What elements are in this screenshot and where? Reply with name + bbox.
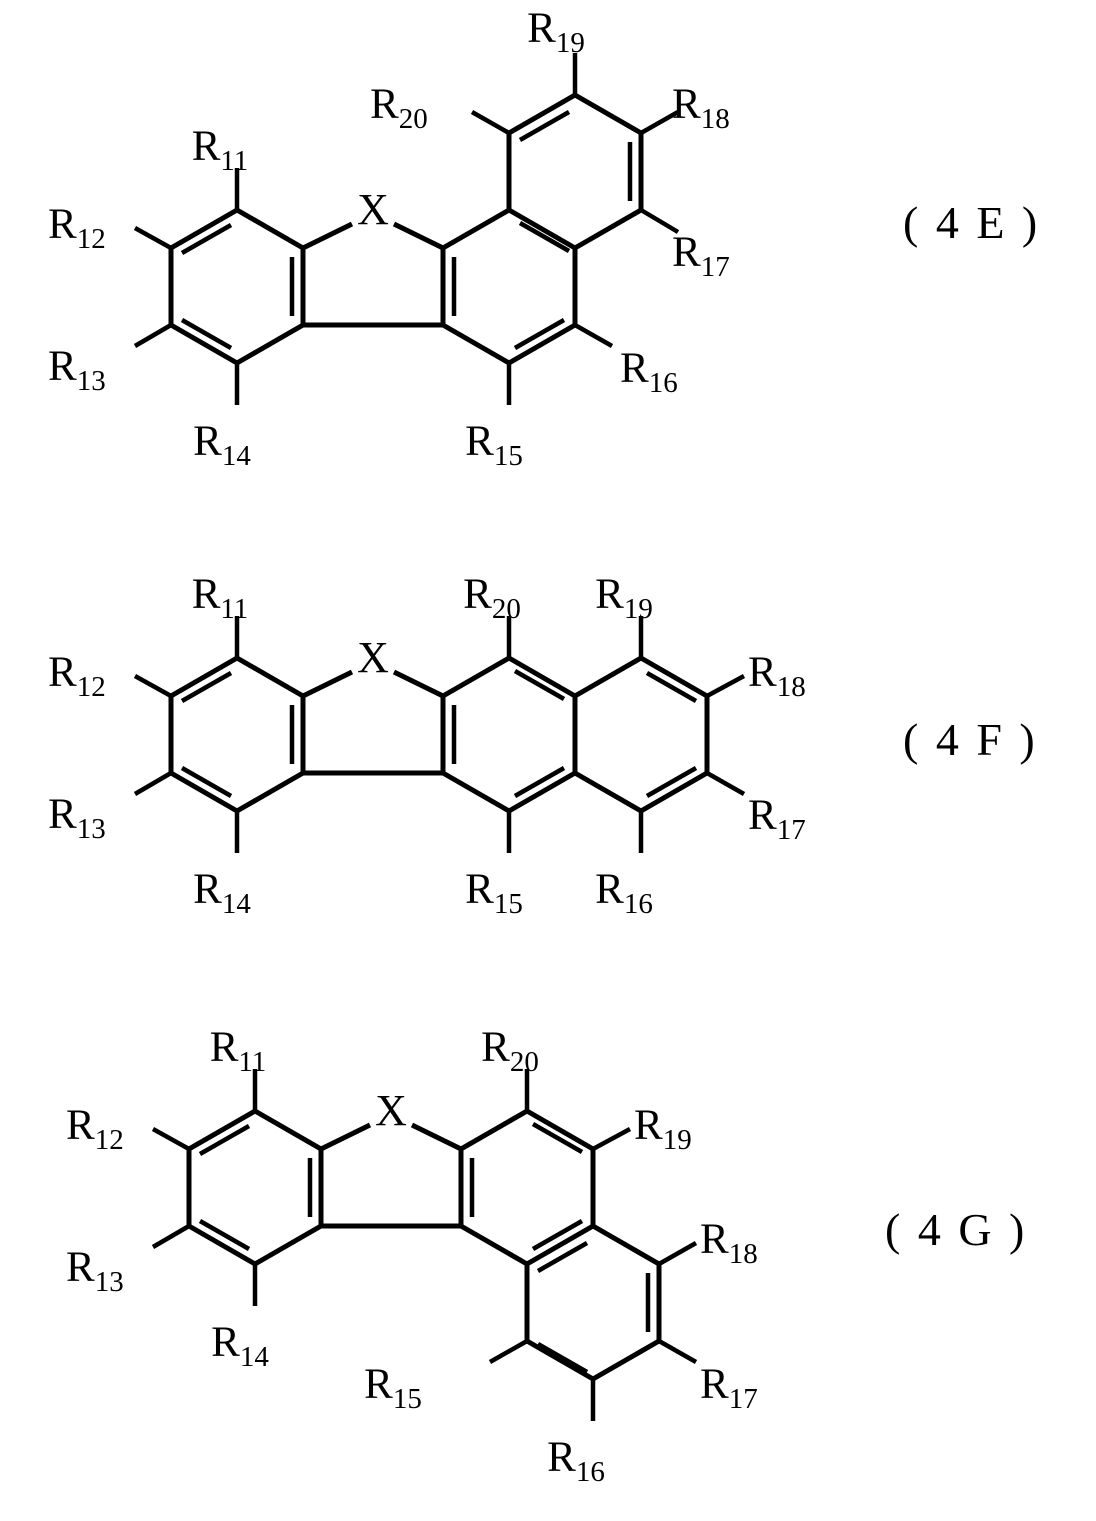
label-r14-4f: R14	[193, 866, 251, 920]
structure-4f: X R11 R12 R13 R14 R15 R16	[0, 540, 1096, 980]
label-r11-4f: R11	[192, 571, 249, 625]
label-r15-4e: R15	[465, 418, 523, 472]
r-labels-4e: R11 R12 R13 R14 R15 R16 R17	[48, 5, 730, 472]
label-r18-4g: R18	[700, 1216, 758, 1270]
structure-4g: X R11 R12 R13 R14 R15 R16	[0, 1010, 1096, 1521]
label-r19-4g: R19	[634, 1102, 692, 1156]
formula-tag-4e: ( 4 E )	[903, 197, 1040, 248]
substituent-bonds-4e	[133, 53, 680, 405]
label-r11-4g: R11	[210, 1024, 267, 1078]
label-r13-4e: R13	[48, 343, 106, 397]
ring-a-bonds-4g	[186, 1108, 324, 1267]
bridge-atom-x-4f: X	[357, 633, 389, 682]
label-r16-4f: R16	[595, 866, 653, 920]
label-r20-4f: R20	[463, 571, 521, 625]
label-r17-4f: R17	[748, 792, 806, 846]
label-r18-4f: R18	[748, 649, 806, 703]
label-r14-4e: R14	[193, 418, 251, 472]
label-r19-4f: R19	[595, 571, 653, 625]
label-r16-4g: R16	[547, 1434, 605, 1488]
label-r12-4e: R12	[48, 201, 106, 255]
structure-4e-drawing: X R11 R12 R13 R14 R15 R16	[48, 5, 1040, 472]
ring-c-bonds-4e	[506, 92, 644, 253]
ring-c-bonds-4f	[573, 655, 710, 814]
label-r13-4g: R13	[66, 1244, 124, 1298]
label-r15-4g: R15	[364, 1361, 422, 1415]
label-r12-4g: R12	[66, 1102, 124, 1156]
structure-4f-drawing: X R11 R12 R13 R14 R15 R16	[48, 571, 1038, 920]
label-r17-4g: R17	[700, 1361, 758, 1415]
substituent-bonds-4f	[133, 616, 746, 853]
label-r17-4e: R17	[672, 229, 730, 283]
label-r13-4f: R13	[48, 791, 106, 845]
five-membered-ring-4g	[319, 1122, 463, 1229]
five-membered-ring-4f	[301, 669, 445, 776]
five-membered-ring-4e	[301, 221, 445, 328]
ring-b-bonds-4f	[440, 655, 578, 814]
structure-4g-drawing: X R11 R12 R13 R14 R15 R16	[66, 1024, 1027, 1488]
formula-tag-4f: ( 4 F )	[903, 714, 1038, 765]
label-r18-4e: R18	[672, 81, 730, 135]
label-r14-4g: R14	[211, 1319, 269, 1373]
structure-4e: X R11 R12 R13 R14 R15 R16	[0, 0, 1096, 510]
label-r11-4e: R11	[192, 123, 249, 177]
ring-b-bonds-4e	[440, 207, 578, 366]
substituent-bonds-4g	[151, 1069, 698, 1421]
label-r20-4e: R20	[370, 81, 428, 135]
bridge-atom-x-4e: X	[357, 185, 389, 234]
label-r20-4g: R20	[481, 1024, 539, 1078]
label-r16-4e: R16	[620, 345, 678, 399]
ring-a-bonds-4e	[168, 207, 306, 366]
r-labels-4g: R11 R12 R13 R14 R15 R16 R17	[66, 1024, 758, 1488]
ring-a-bonds-4f	[168, 655, 306, 814]
ring-b-bonds-4g	[458, 1108, 596, 1267]
formula-tag-4g: ( 4 G )	[885, 1204, 1027, 1255]
label-r19-4e: R19	[527, 5, 585, 59]
ring-c-bonds-4g	[524, 1223, 662, 1382]
r-labels-4f: R11 R12 R13 R14 R15 R16 R17	[48, 571, 806, 920]
label-r15-4f: R15	[465, 866, 523, 920]
label-r12-4f: R12	[48, 649, 106, 703]
bridge-atom-x-4g: X	[375, 1086, 407, 1135]
